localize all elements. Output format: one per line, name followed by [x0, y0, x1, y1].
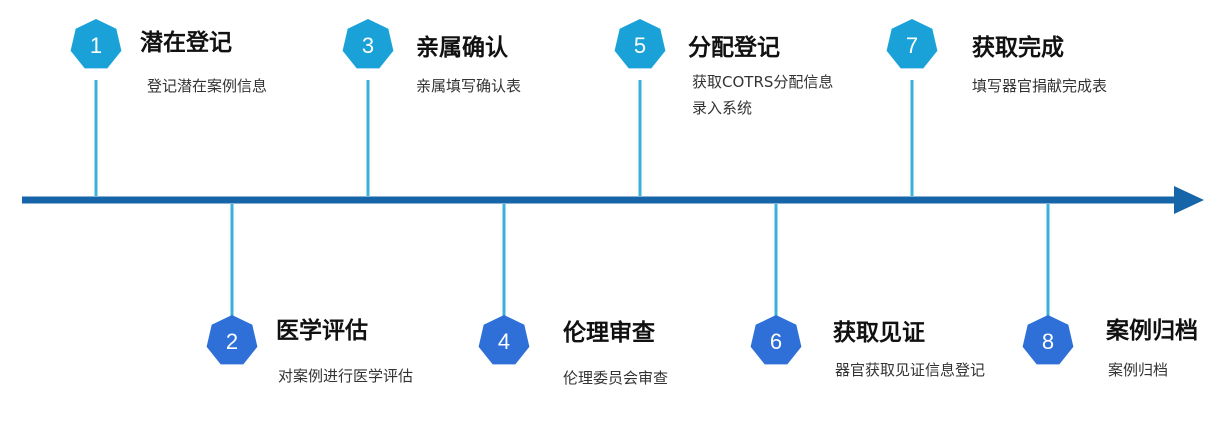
step-number: 2 [226, 329, 238, 354]
step-node-4: 4 [478, 315, 530, 365]
step-number: 7 [906, 33, 918, 58]
heptagon-marker [478, 315, 530, 365]
step-number: 5 [634, 33, 646, 58]
step-desc-3: 亲属填写确认表 [416, 77, 522, 95]
step-desc-5a: 获取COTRS分配信息 [692, 73, 834, 91]
step-title-1: 潜在登记 [140, 30, 232, 56]
step-title-8: 案例归档 [1106, 318, 1198, 344]
step-title-2: 医学评估 [276, 318, 368, 344]
step-title-7: 获取完成 [972, 35, 1064, 61]
step-desc-5b: 录入系统 [692, 99, 753, 117]
step-node-3: 3 [342, 19, 394, 69]
step-desc-6: 器官获取见证信息登记 [835, 361, 986, 379]
step-desc-1: 登记潜在案例信息 [147, 77, 268, 95]
heptagon-marker [206, 315, 258, 365]
heptagon-marker [886, 19, 938, 69]
step-node-6: 6 [750, 315, 802, 365]
heptagon-marker [70, 19, 122, 69]
step-node-2: 2 [206, 315, 258, 365]
step-number: 3 [362, 33, 374, 58]
step-title-3: 亲属确认 [416, 35, 508, 61]
step-desc-2: 对案例进行医学评估 [278, 367, 414, 385]
step-node-7: 7 [886, 19, 938, 69]
step-number: 6 [770, 329, 782, 354]
heptagon-marker [342, 19, 394, 69]
step-number: 4 [498, 329, 510, 354]
heptagon-marker [614, 19, 666, 69]
step-desc-7: 填写器官捐献完成表 [972, 77, 1108, 95]
step-title-5: 分配登记 [688, 35, 780, 61]
step-node-5: 5 [614, 19, 666, 69]
heptagon-marker [750, 315, 802, 365]
heptagon-marker [1022, 315, 1074, 365]
step-desc-8: 案例归档 [1108, 361, 1169, 379]
step-desc-4: 伦理委员会审查 [563, 369, 669, 387]
step-node-8: 8 [1022, 315, 1074, 365]
step-title-4: 伦理审查 [563, 320, 655, 346]
step-node-1: 1 [70, 19, 122, 69]
step-title-6: 获取见证 [833, 320, 925, 346]
timeline-arrowhead [1174, 186, 1204, 214]
step-number: 8 [1042, 329, 1054, 354]
step-number: 1 [90, 33, 102, 58]
